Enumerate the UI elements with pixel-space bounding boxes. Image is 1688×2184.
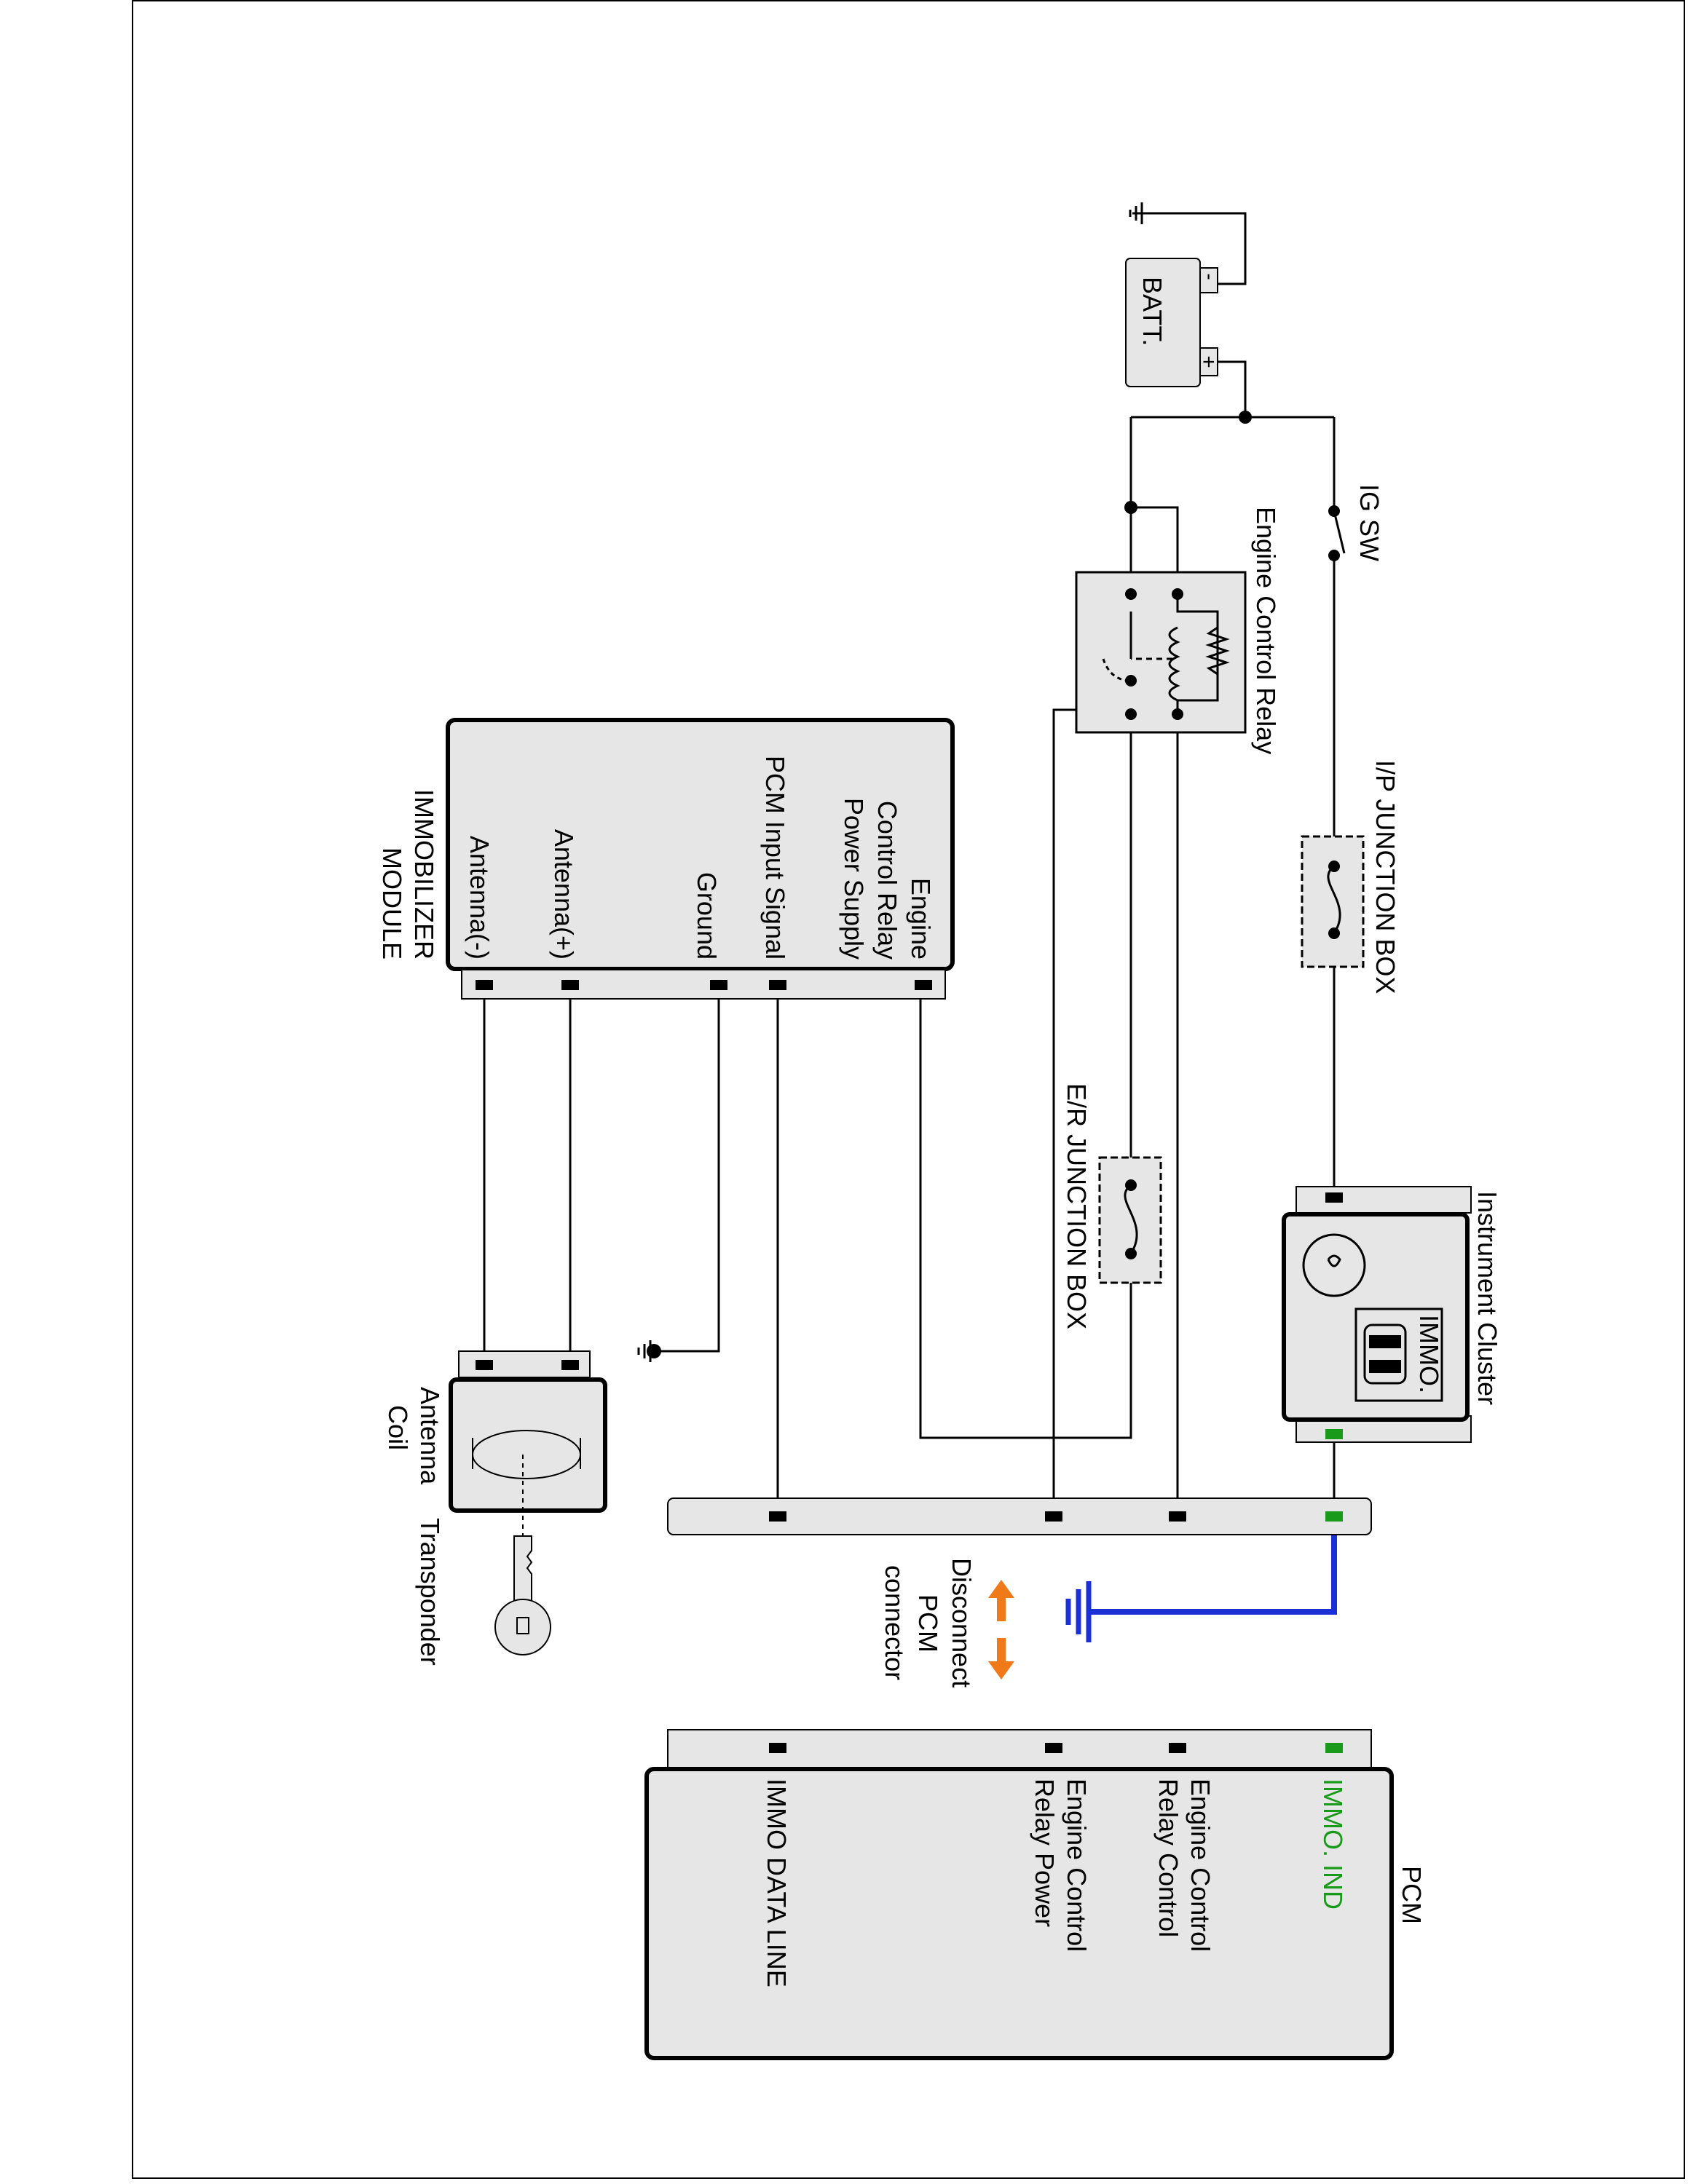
pcm-title: PCM <box>1397 1866 1427 1924</box>
instrument-cluster: IMMO. Instrument Cluster <box>1282 1186 1502 1443</box>
battery-plus-sign: + <box>1196 355 1220 368</box>
ground-highlight-wire <box>1089 1527 1337 1615</box>
immo-car-icon <box>1363 1324 1407 1385</box>
ig-switch-label: IG SW <box>1354 484 1384 561</box>
er-junction-box: E/R JUNCTION BOX <box>1062 1083 1162 1329</box>
er-junction-box-label: E/R JUNCTION BOX <box>1062 1083 1092 1329</box>
pcm-pin-immo-ind: IMMO. IND <box>1318 1779 1348 1910</box>
pin-label-pcm-input-signal: PCM Input Signal <box>760 756 790 960</box>
page-frame <box>132 0 1685 2179</box>
immo-lamp-label: IMMO. <box>1414 1315 1444 1393</box>
ground-icon <box>1129 202 1143 224</box>
disconnect-label: Disconnect <box>947 1558 977 1688</box>
pcm-pin-relay-power: Engine Control <box>1062 1779 1092 1952</box>
battery: - + BATT. <box>1125 258 1221 387</box>
engine-control-relay: Engine Control Relay <box>1075 507 1281 754</box>
battery-minus-sign: - <box>1199 273 1221 280</box>
ip-junction-box: I/P JUNCTION BOX <box>1301 760 1400 994</box>
pin-label-ground: Ground <box>692 872 722 960</box>
immobilizer-module-title-2: MODULE <box>377 847 407 960</box>
antenna-coil-label-2: Coil <box>383 1405 413 1450</box>
disconnect-label-2: PCM <box>913 1594 943 1653</box>
immobilizer-module: Engine Control Relay Power Supply PCM In… <box>377 718 955 1000</box>
antenna-coil: Antenna Coil <box>383 1350 607 1536</box>
pcm-pin-relay-power-2: Relay Power <box>1030 1779 1060 1927</box>
ig-switch: IG SW <box>1328 484 1384 561</box>
immobilizer-module-title: IMMOBILIZER <box>409 789 439 960</box>
instrument-cluster-label: Instrument Cluster <box>1472 1191 1502 1405</box>
pin-label-antenna-minus: Antenna(-) <box>465 836 494 960</box>
engine-control-relay-label: Engine Control Relay <box>1251 507 1281 754</box>
pin-label-engine-control-relay-power: Engine <box>906 878 936 960</box>
transponder-label: Transponder <box>415 1518 445 1666</box>
battery-label: BATT. <box>1137 277 1167 346</box>
antenna-coil-label: Antenna <box>415 1387 445 1485</box>
disconnect-label-3: connector <box>880 1565 910 1680</box>
ip-junction-box-label: I/P JUNCTION BOX <box>1370 760 1400 994</box>
pin-label-engine-control-relay-power-2: Control Relay <box>872 801 902 960</box>
harness-connector <box>667 1497 1372 1535</box>
pin-label-engine-control-relay-power-3: Power Supply <box>839 798 869 960</box>
pcm-pin-relay-control: Engine Control <box>1186 1779 1215 1952</box>
pcm-pin-immo-data-line: IMMO DATA LINE <box>762 1779 792 1987</box>
pin-label-antenna-plus: Antenna(+) <box>549 829 579 960</box>
pcm: PCM IMMO. IND Engine Control Relay Contr… <box>644 1729 1427 2060</box>
pcm-pin-relay-control-2: Relay Control <box>1153 1779 1183 1937</box>
blue-ground-icon <box>1065 1581 1092 1642</box>
transponder-key-icon <box>494 1535 551 1655</box>
disconnect-arrows-icon <box>988 1580 1014 1679</box>
